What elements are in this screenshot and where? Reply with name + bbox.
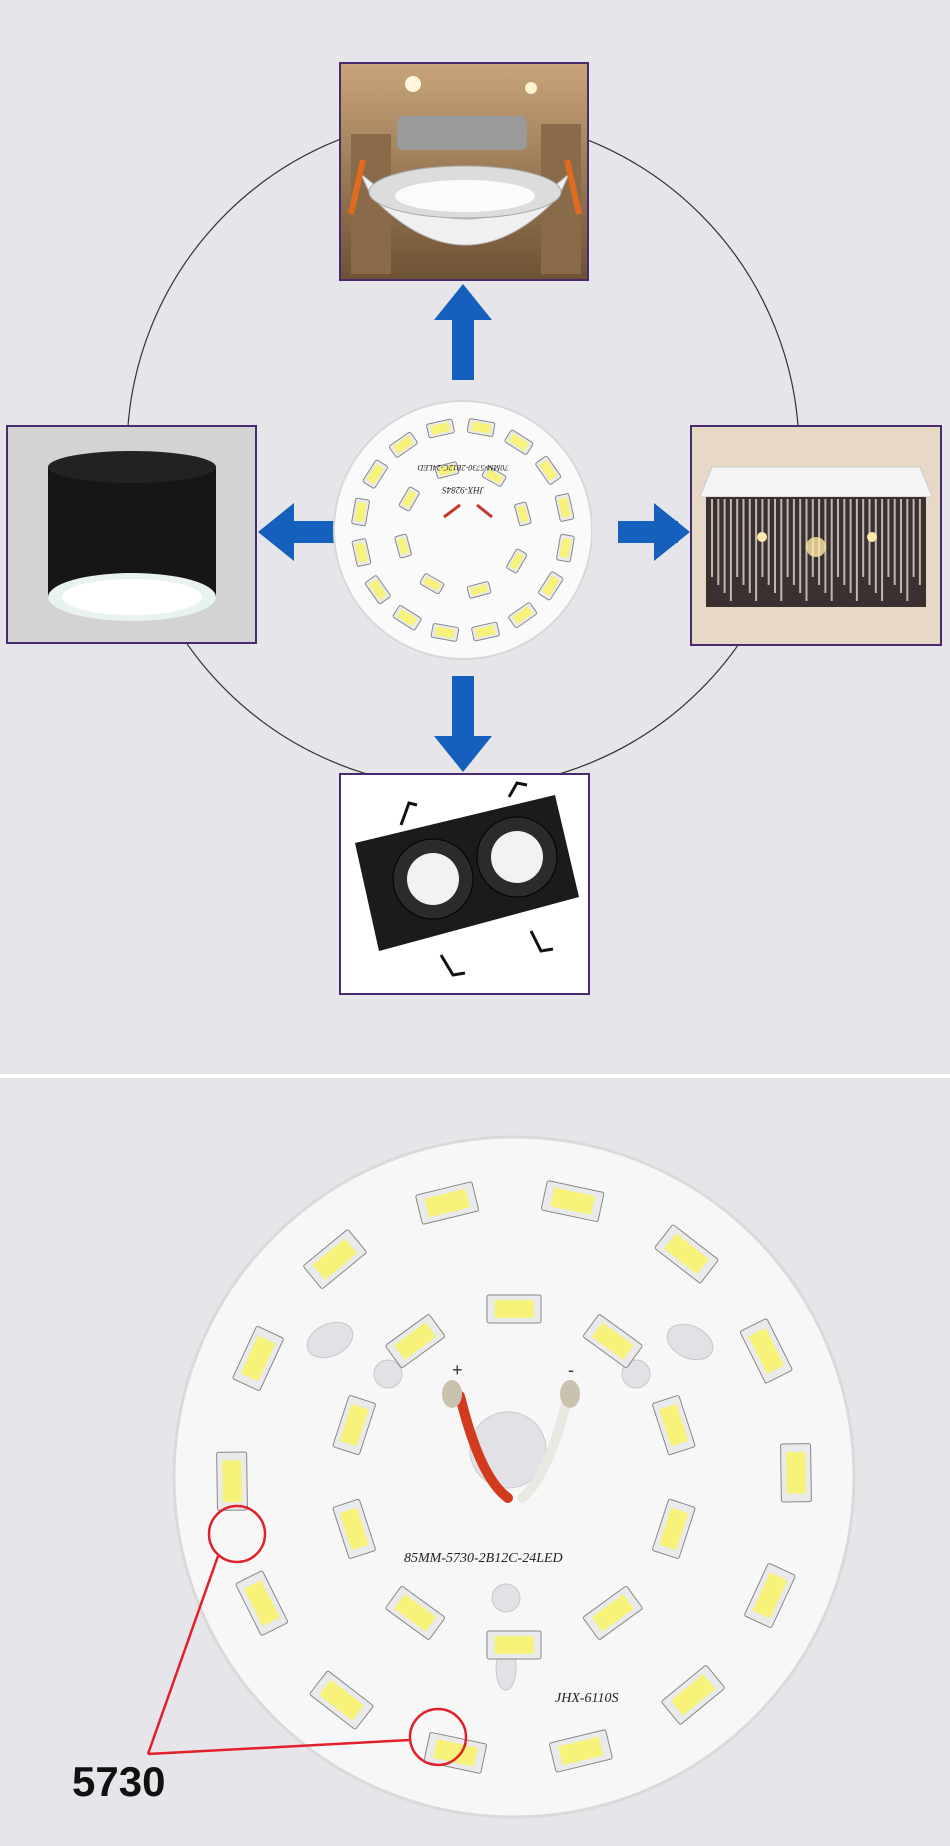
led-chip — [549, 1729, 613, 1773]
led-chip — [538, 571, 564, 601]
led-chip — [582, 1586, 643, 1640]
led-chip — [364, 575, 391, 605]
led-chip — [541, 1180, 605, 1222]
arrow-up-icon — [434, 284, 492, 380]
led-chip — [466, 581, 492, 599]
led-type-caption: 5730 — [72, 1758, 166, 1805]
photo-double-grille-downlight — [339, 773, 590, 995]
led-chip — [652, 1395, 696, 1456]
led-chip — [351, 538, 372, 567]
led-chip — [514, 501, 532, 527]
led-chip — [504, 429, 534, 455]
led-chip — [415, 1181, 479, 1225]
led-chip — [740, 1318, 793, 1384]
led-chip — [582, 1314, 643, 1368]
led-chip — [652, 1498, 696, 1559]
led-chip — [385, 1314, 446, 1368]
photo-crystal-ceiling-lamp — [690, 425, 942, 646]
led-chip — [392, 605, 422, 631]
led-chip — [471, 621, 500, 642]
led-chip — [426, 418, 455, 439]
led-chip — [661, 1665, 725, 1725]
led-chip — [535, 455, 562, 485]
led-chip — [466, 418, 496, 437]
led-chip — [434, 461, 460, 479]
led-board-small: 70MM-5730-2B12C-24LED JHX-9284S — [333, 400, 592, 660]
led-chip — [216, 1451, 248, 1511]
led-chip — [388, 431, 418, 458]
led-chip — [423, 1732, 487, 1774]
section-divider — [0, 1074, 950, 1078]
board-code-label: JHX-6110S — [555, 1691, 619, 1706]
led-callout — [146, 1504, 468, 1767]
led-chip — [481, 465, 507, 487]
led-chip — [506, 548, 528, 574]
small-board-label-1: 70MM-5730-2B12C-24LED — [417, 463, 508, 472]
led-board-large: + - 85MM-5730-2B12C-24LED JHX-6110S — [146, 1135, 856, 1819]
plus-marker: + — [452, 1360, 463, 1380]
led-chip — [554, 493, 575, 522]
led-chip — [362, 459, 388, 489]
minus-marker: - — [568, 1360, 574, 1380]
led-chip — [351, 497, 370, 527]
board-model-label: 85MM-5730-2B12C-24LED — [404, 1551, 563, 1566]
led-chip — [486, 1630, 542, 1660]
led-chip — [508, 602, 538, 629]
small-board-label-2: JHX-9284S — [442, 485, 484, 495]
led-chip — [394, 533, 412, 559]
led-chip — [235, 1570, 288, 1636]
led-chip — [385, 1586, 446, 1640]
led-chip — [780, 1443, 812, 1503]
photo-surface-cylinder-light — [6, 425, 257, 644]
led-chip — [398, 486, 420, 512]
led-chip — [486, 1294, 542, 1324]
photo-recessed-downlight — [339, 62, 589, 281]
led-chip — [556, 533, 575, 563]
arrow-right-icon — [618, 503, 690, 561]
led-chip — [309, 1670, 374, 1730]
led-chip — [332, 1498, 376, 1559]
led-chip — [744, 1563, 796, 1629]
led-chip — [419, 573, 445, 595]
applications-diagram: 70MM-5730-2B12C-24LED JHX-9284S — [6, 62, 942, 995]
led-board-closeup: + - 85MM-5730-2B12C-24LED JHX-6110S 5730 — [0, 1078, 950, 1846]
arrow-down-icon — [434, 676, 492, 772]
led-chip — [654, 1224, 719, 1284]
led-chip — [232, 1325, 284, 1391]
led-chip — [303, 1229, 367, 1289]
led-chip — [332, 1395, 376, 1456]
led-chip — [430, 623, 460, 642]
